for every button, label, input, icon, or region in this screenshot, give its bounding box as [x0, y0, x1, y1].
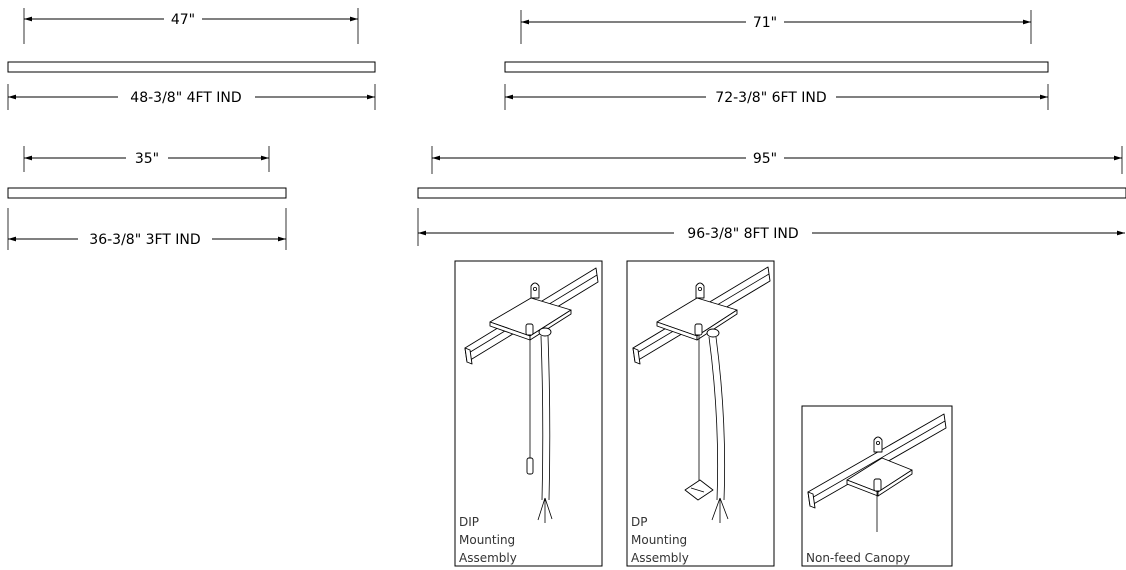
canopy-plate-side [877, 469, 913, 497]
rail-end [464, 347, 473, 365]
fixture-8ft: 95" 96-3/8" 8FT IND [417, 146, 1126, 246]
assembly-caption-line3: Assembly [459, 551, 517, 565]
tab-hole [533, 286, 538, 291]
fixture-bar [417, 187, 1126, 199]
fixture-bar [7, 187, 287, 199]
dp-mounting-assembly-panel: DP Mounting Assembly [626, 260, 775, 567]
dip-mounting-assembly-panel: DIP Mounting Assembly [454, 260, 603, 567]
fixture-bar [504, 61, 1049, 73]
power-cord [708, 336, 719, 501]
assembly-caption-line2: Mounting [631, 533, 687, 547]
assembly-caption-line1: DP [631, 515, 647, 529]
cord-leads [537, 497, 553, 523]
assembly-caption-line2: Mounting [459, 533, 515, 547]
inner-length-label: 95" [753, 151, 777, 167]
non-feed-canopy-panel: Non-feed Canopy [801, 405, 953, 567]
cord-leads [711, 497, 729, 523]
fixture-bar [7, 61, 376, 73]
fixture-3ft: 35" 36-3/8" 3FT IND [7, 146, 287, 250]
power-plug [684, 479, 714, 501]
rail-end [632, 347, 641, 365]
assembly-caption: Non-feed Canopy [806, 551, 910, 565]
tab-hole [698, 286, 703, 291]
overall-length-label: 72-3/8" 6FT IND [715, 90, 826, 106]
tab-hole [876, 440, 881, 445]
cable-gripper [694, 323, 703, 336]
power-cord [715, 336, 726, 501]
cable-gripper [873, 478, 882, 492]
assembly-caption-line3: Assembly [631, 551, 689, 565]
plug-detail [690, 487, 705, 493]
inner-length-label: 35" [135, 151, 159, 167]
cable-gripper [525, 323, 534, 336]
feed-grommet [706, 328, 720, 338]
overall-length-label: 36-3/8" 3FT IND [89, 232, 200, 248]
fixture-6ft: 71" 72-3/8" 6FT IND [504, 10, 1049, 110]
overall-length-label: 48-3/8" 4FT IND [130, 90, 241, 106]
power-cord [540, 335, 544, 501]
fixture-4ft: 47" 48-3/8" 4FT IND [7, 8, 376, 110]
rail-end [807, 491, 816, 509]
inner-length-label: 47" [171, 12, 195, 28]
cable-end-fitting [526, 457, 534, 475]
overall-length-label: 96-3/8" 8FT IND [687, 226, 798, 242]
rail-edge [809, 420, 946, 500]
feed-grommet [538, 327, 552, 337]
power-cord [547, 335, 551, 501]
inner-length-label: 71" [753, 15, 777, 31]
assembly-caption-line1: DIP [459, 515, 479, 529]
